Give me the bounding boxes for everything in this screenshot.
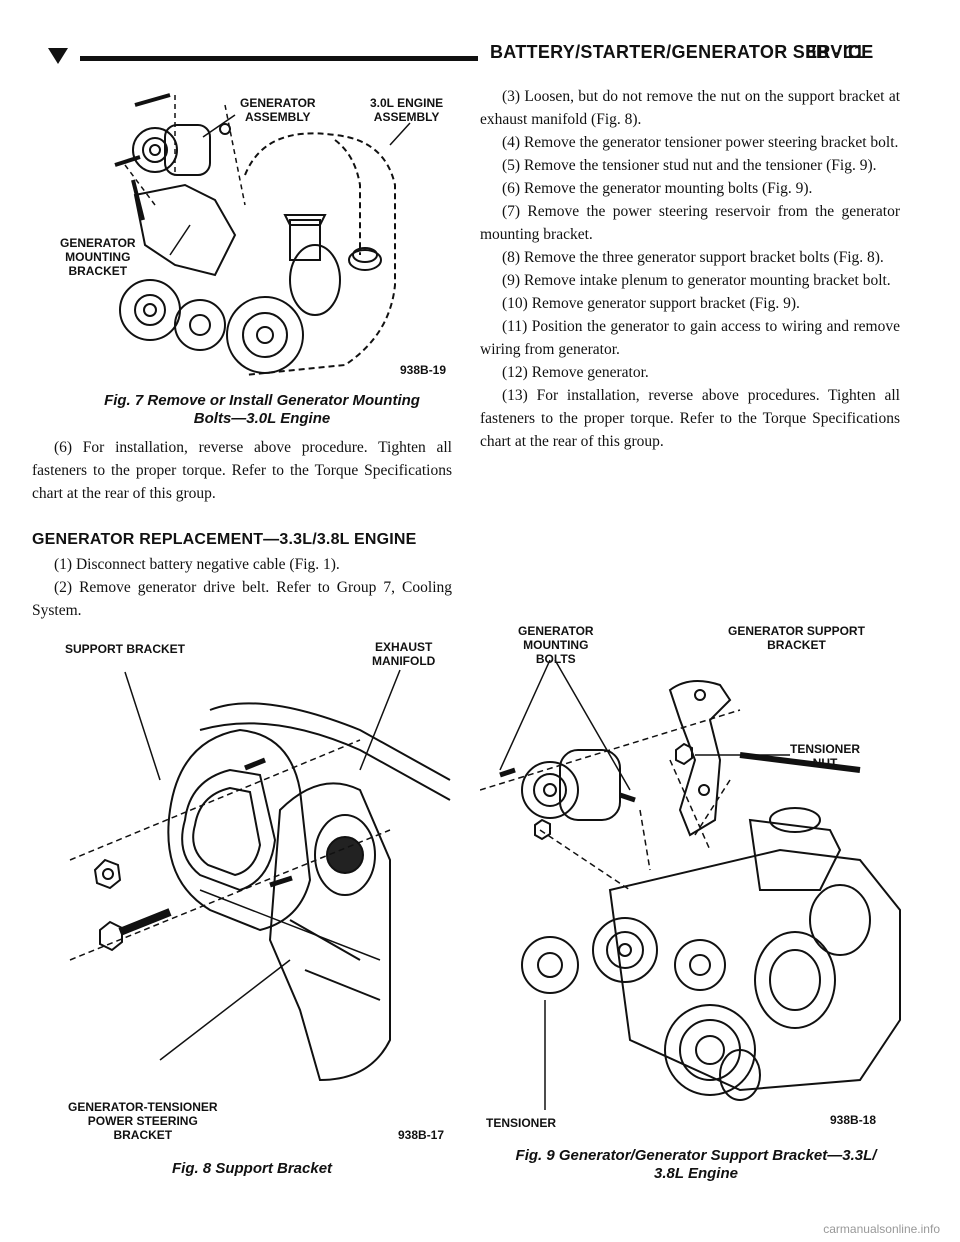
fig9-caption-line1: Fig. 9 Generator/Generator Support Brack… [515, 1147, 877, 1164]
label-mounting-bracket-text: GENERATOR MOUNTING BRACKET [60, 236, 136, 278]
label-tensioner: TENSIONER [486, 1116, 557, 1130]
fig9-code: 938B-18 [830, 1113, 877, 1127]
right-step-7: (7) Remove the power steering reservoir … [480, 203, 900, 243]
left-step-6: (6) For installation, reverse above proc… [32, 439, 452, 502]
right-step-8: (8) Remove the three generator support b… [502, 249, 884, 266]
page-number: 8B - 11 [806, 42, 865, 62]
label-generator-assembly: GENERATOR ASSEMBLY [240, 96, 316, 124]
header-rule [80, 56, 478, 61]
left-step-2: (2) Remove generator drive belt. Refer t… [32, 579, 452, 619]
label-exhaust-manifold: EXHAUST MANIFOLD [372, 640, 435, 668]
fig7-illustration [95, 85, 465, 380]
right-step-10: (10) Remove generator support bracket (F… [502, 295, 800, 312]
fig7-caption: Fig. 7 Remove or Install Generator Mount… [92, 392, 432, 428]
right-step-11: (11) Position the generator to gain acce… [480, 318, 900, 358]
fig7-caption-line1: Fig. 7 Remove or Install Generator Mount… [104, 392, 420, 409]
label-mounting-bolts: GENERATOR MOUNTING BOLTS [518, 624, 594, 666]
label-generator-support-bracket-text: GENERATOR SUPPORT BRACKET [728, 624, 865, 652]
label-tensioner-nut: TENSIONER NUT [790, 742, 860, 770]
fig8-caption: Fig. 8 Support Bracket [172, 1160, 333, 1177]
header-title: BATTERY/STARTER/GENERATOR SERVICE [490, 42, 874, 62]
right-steps: (3) Loosen, but do not remove the nut on… [480, 85, 900, 453]
right-step-6: (6) Remove the generator mounting bolts … [502, 180, 813, 197]
fig9-caption: Fig. 9 Generator/Generator Support Brack… [486, 1147, 906, 1183]
right-step-3: (3) Loosen, but do not remove the nut on… [480, 88, 900, 128]
label-tensioner-nut-text: TENSIONER NUT [790, 742, 861, 770]
left-steps: (1) Disconnect battery negative cable (F… [32, 553, 452, 622]
right-step-13: (13) For installation, reverse above pro… [480, 387, 900, 450]
left-text-block: (6) For installation, reverse above proc… [32, 436, 452, 505]
label-tensioner-bracket: GENERATOR-TENSIONER POWER STEERING BRACK… [68, 1100, 218, 1142]
fig7-code: 938B-19 [400, 363, 447, 377]
header-marker-icon [48, 48, 68, 64]
label-exhaust-manifold-text: EXHAUST MANIFOLD [372, 640, 436, 668]
right-step-12: (12) Remove generator. [502, 364, 649, 381]
label-generator-assembly-text: GENERATOR ASSEMBLY [240, 96, 316, 124]
fig7-caption-line2: Bolts—3.0L Engine [193, 410, 331, 427]
label-tensioner-bracket-text: GENERATOR-TENSIONER POWER STEERING BRACK… [68, 1100, 218, 1142]
label-mounting-bolts-text: GENERATOR MOUNTING BOLTS [518, 624, 594, 666]
label-support-bracket: SUPPORT BRACKET [65, 642, 186, 656]
fig8-code: 938B-17 [398, 1128, 445, 1142]
watermark: carmanualsonline.info [823, 1222, 940, 1236]
label-generator-support-bracket: GENERATOR SUPPORT BRACKET [728, 624, 865, 652]
right-step-4: (4) Remove the generator tensioner power… [502, 134, 899, 151]
left-step-1: (1) Disconnect battery negative cable (F… [54, 556, 340, 573]
right-step-5: (5) Remove the tensioner stud nut and th… [502, 157, 877, 174]
label-engine-assembly: 3.0L ENGINE ASSEMBLY [370, 96, 443, 124]
fig9-illustration [480, 620, 920, 1130]
section-heading: GENERATOR REPLACEMENT—3.3L/3.8L ENGINE [32, 531, 417, 548]
label-mounting-bracket: GENERATOR MOUNTING BRACKET [60, 236, 136, 278]
fig9-caption-line2: 3.8L Engine [654, 1165, 738, 1182]
label-engine-assembly-text: 3.0L ENGINE ASSEMBLY [370, 96, 444, 124]
fig8-illustration [60, 660, 460, 1100]
right-step-9: (9) Remove intake plenum to generator mo… [502, 272, 891, 289]
